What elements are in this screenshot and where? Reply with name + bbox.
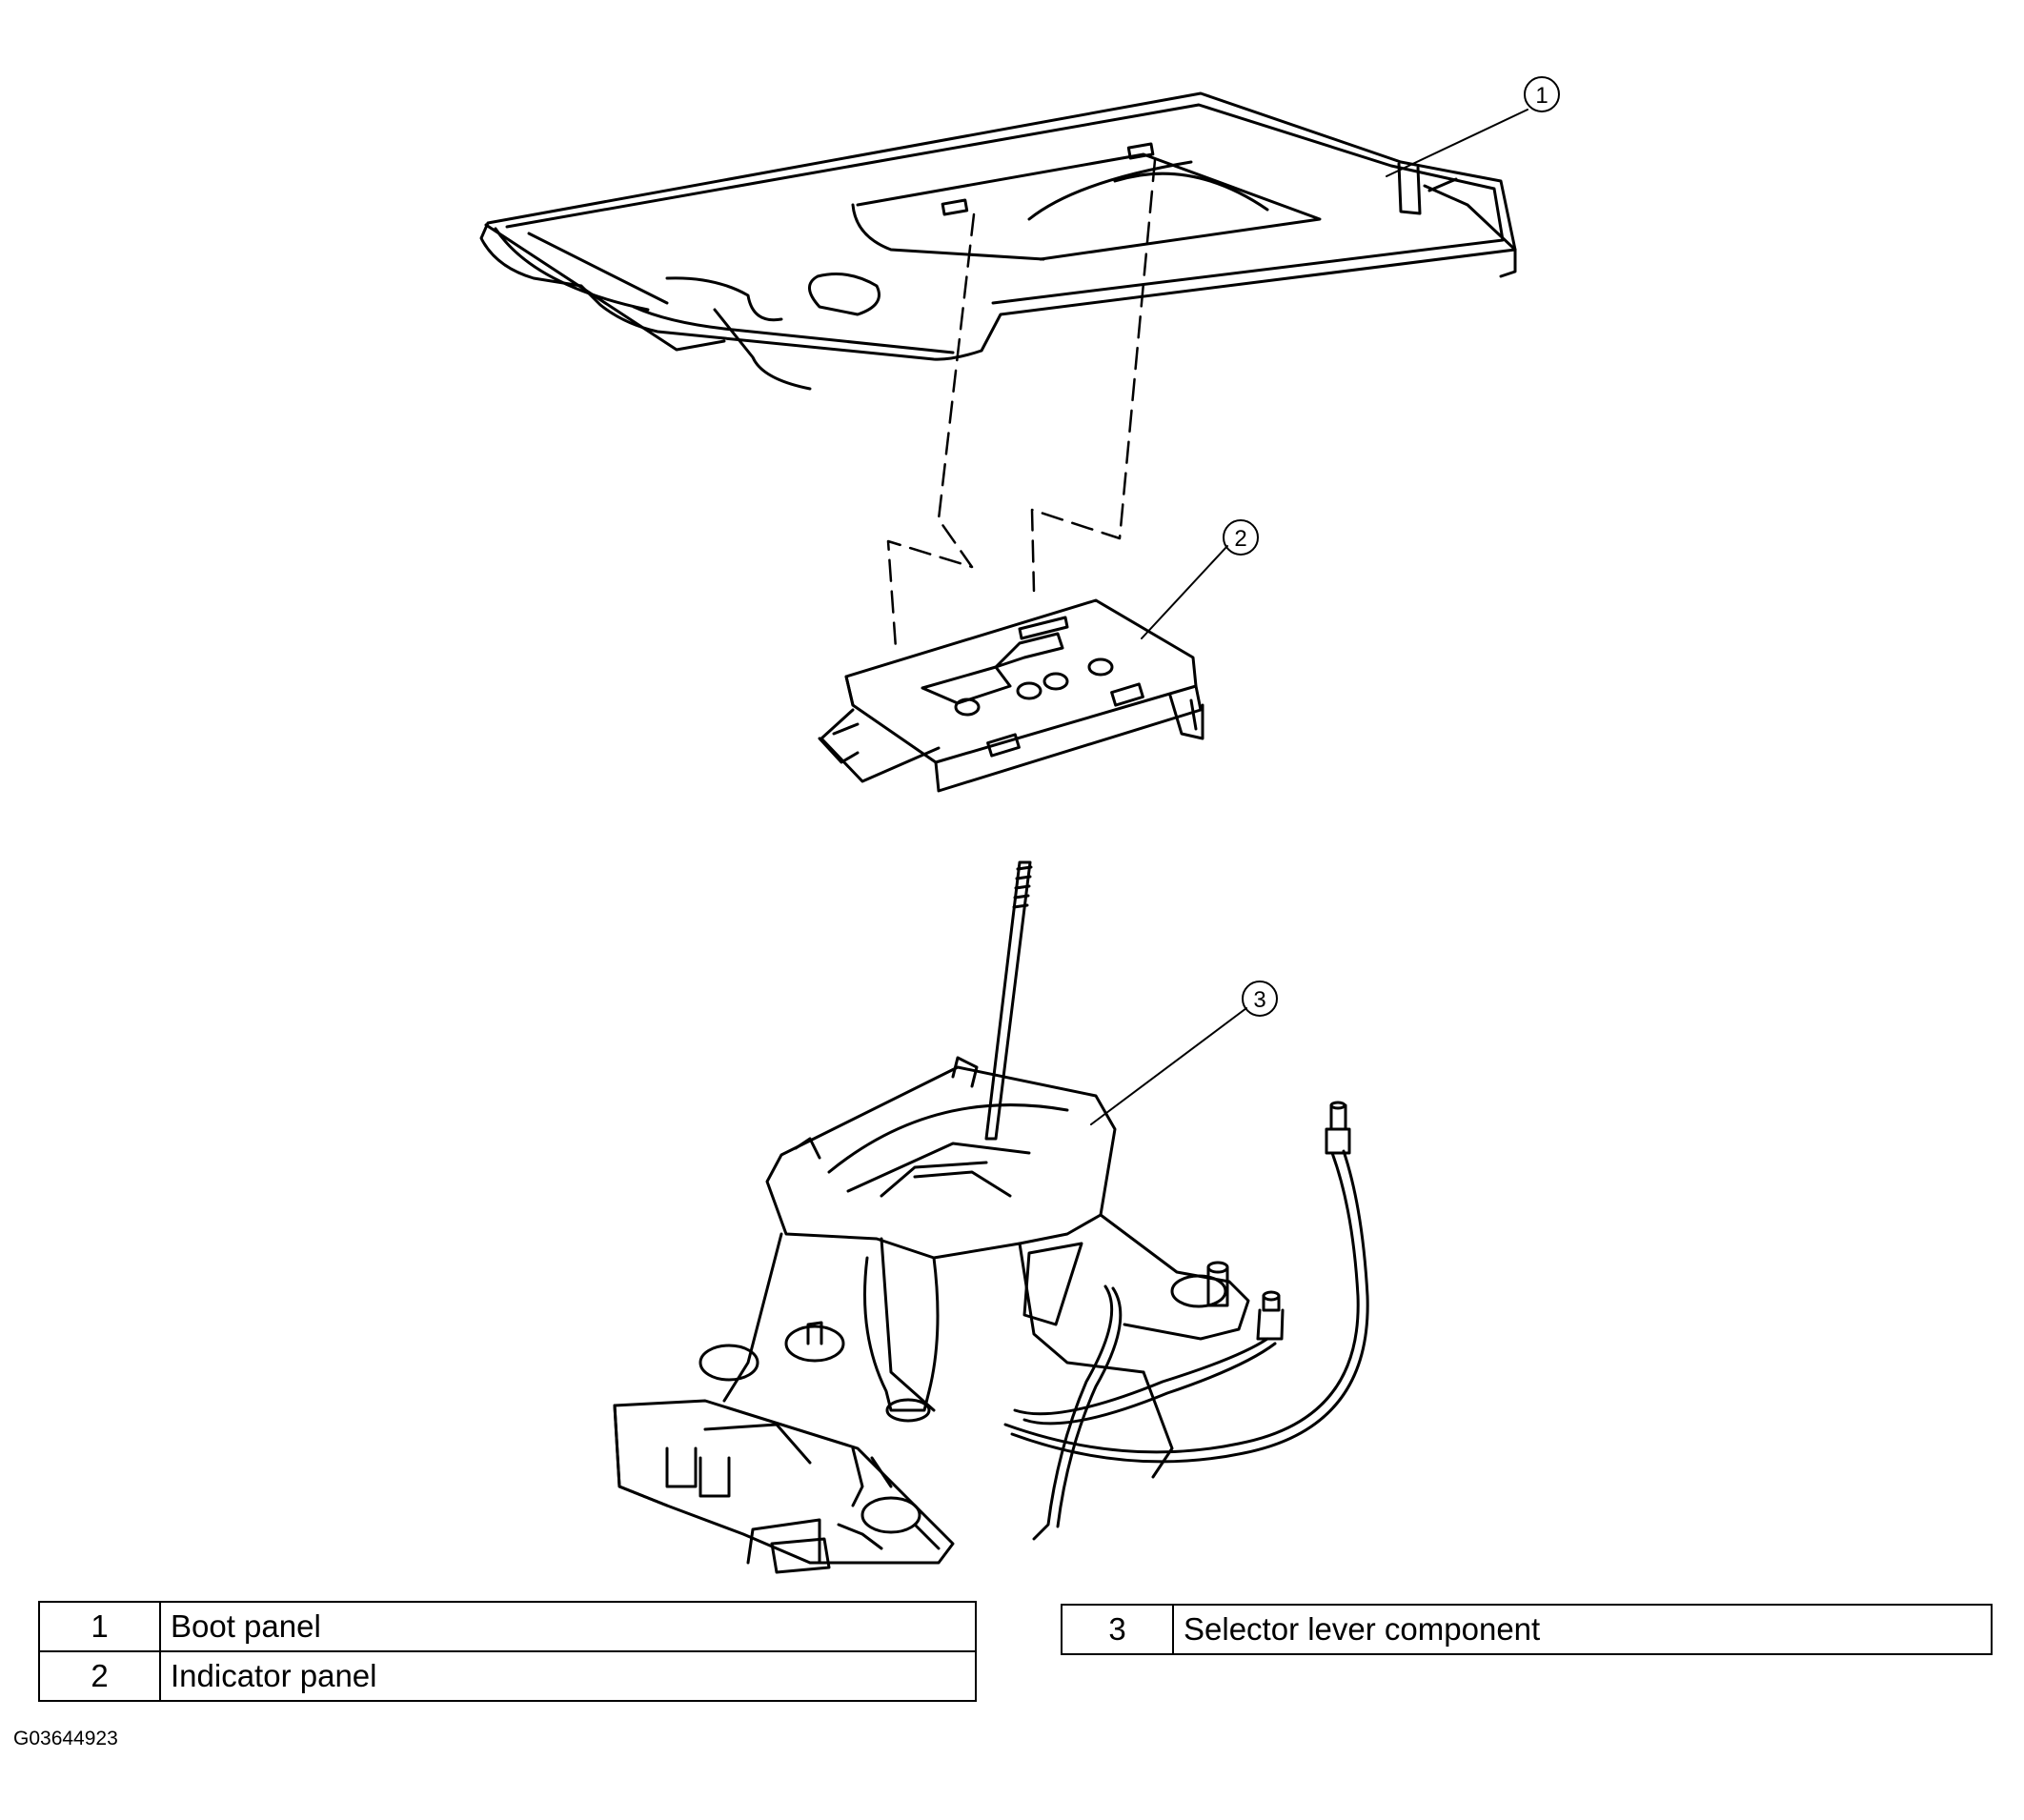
callout-number-2: 2: [1234, 526, 1246, 552]
legend-label: Selector lever component: [1172, 1604, 1993, 1655]
figure-code: G03644923: [13, 1728, 118, 1749]
callout-circle-2: [1223, 519, 1259, 556]
legend-row: 3 Selector lever component: [1061, 1604, 1993, 1655]
legend-row: 1 Boot panel: [38, 1601, 977, 1652]
legend-number: 2: [38, 1650, 161, 1702]
selector-lever-drawing: [613, 860, 1369, 1574]
legend-label: Indicator panel: [159, 1650, 977, 1702]
alignment-lines: [886, 158, 1157, 650]
legend-number: 3: [1061, 1604, 1174, 1655]
legend-row: 2 Indicator panel: [38, 1650, 977, 1702]
legend-label: Boot panel: [159, 1601, 977, 1652]
legend-table-left: 1 Boot panel 2 Indicator panel: [38, 1601, 977, 1702]
indicator-panel-drawing: [818, 598, 1204, 793]
callout-number-3: 3: [1253, 987, 1265, 1013]
legend-number: 1: [38, 1601, 161, 1652]
callout-number-1: 1: [1535, 83, 1548, 109]
boot-panel-drawing: [479, 91, 1517, 391]
callout-leaders: [1090, 109, 1528, 1125]
callout-circle-3: [1242, 981, 1278, 1017]
legend-table-right: 3 Selector lever component: [1061, 1604, 1993, 1655]
callout-circle-1: [1524, 76, 1560, 112]
